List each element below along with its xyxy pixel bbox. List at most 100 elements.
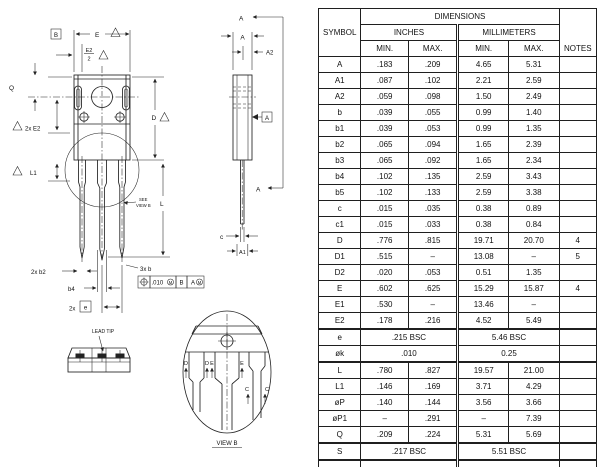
table-cell: .015: [360, 200, 409, 217]
dim-d-label: D: [152, 115, 157, 122]
table-cell: .209: [360, 426, 409, 444]
dim-2xe2-label: 2x E2: [25, 127, 41, 133]
lead-tip-view: LEAD TIP: [67, 329, 131, 373]
table-cell: .178: [360, 312, 409, 330]
flag-note-icon: [12, 165, 23, 176]
table-cell: øP: [317, 394, 362, 411]
table-cell: 5.69: [507, 426, 560, 444]
inches-header: INCHES: [360, 24, 459, 41]
table-cell: b2: [317, 136, 362, 153]
table-cell: .010: [360, 345, 459, 363]
table-cell: 0.38: [456, 216, 509, 233]
table-cell: .035: [407, 200, 459, 217]
table-cell: 2.59: [507, 72, 560, 89]
leads: [78, 160, 126, 261]
table-cell: 13.08: [456, 248, 509, 265]
table-cell: 3.56: [456, 394, 509, 411]
table-cell: 3.71: [456, 378, 509, 395]
datum-label: A: [265, 116, 269, 122]
flag-note-icon: [110, 27, 121, 37]
table-cell: 2.59: [456, 184, 509, 201]
table-cell: [558, 361, 598, 379]
datum-label: B: [54, 33, 58, 39]
table-cell: 5: [558, 248, 598, 265]
table-cell: c1: [317, 216, 362, 233]
section-a-label: A: [256, 187, 261, 194]
right-slot: [122, 85, 130, 111]
mmc-modifier-icon: [167, 278, 174, 286]
table-cell: E1: [317, 296, 362, 313]
side-view: A A A A2 A: [220, 15, 284, 256]
dim-e-label: E: [95, 32, 100, 39]
section-c-label: C: [245, 387, 249, 393]
table-cell: E: [317, 280, 362, 297]
table-cell: øk: [317, 345, 362, 363]
table-cell: b: [317, 104, 362, 121]
table-cell: D1: [317, 248, 362, 265]
table-cell: b3: [317, 152, 362, 169]
table-cell: 7.39: [507, 410, 560, 427]
table-cell: .183: [360, 56, 409, 73]
table-cell: 5.31: [507, 56, 560, 73]
section-d-label: D: [205, 361, 209, 367]
dim-e2-num: E2: [86, 48, 93, 54]
table-cell: .098: [407, 88, 459, 105]
fcf-tolerance: .010: [152, 281, 164, 287]
table-cell: b5: [317, 184, 362, 201]
dim-a2-label: A2: [266, 51, 274, 57]
table-cell: .815: [407, 232, 459, 249]
flag-note-icon: [98, 49, 109, 60]
max-header: MAX.: [507, 40, 560, 57]
table-cell: L: [317, 361, 362, 379]
table-cell: 21.00: [507, 361, 560, 379]
table-cell: 0.38: [456, 200, 509, 217]
front-view: B E E2 2 Q 2x E2 L1: [9, 27, 205, 313]
table-cell: .515: [360, 248, 409, 265]
flag-note-icon: [159, 111, 170, 122]
basic-dim-box: [79, 300, 92, 313]
table-cell: [558, 345, 598, 363]
table-cell: 4.29: [507, 378, 560, 395]
table-cell: .102: [360, 168, 409, 185]
table-cell: .217 BSC: [360, 442, 459, 461]
notes-header: NOTES: [558, 8, 598, 57]
table-cell: 3.38: [507, 184, 560, 201]
table-cell: A1: [317, 72, 362, 89]
table-cell: .209: [407, 56, 459, 73]
table-cell: .020: [360, 264, 409, 281]
table-cell: 1.50: [456, 88, 509, 105]
feature-control-frame: .010 M B A M: [137, 275, 205, 289]
table-cell: .144: [407, 394, 459, 411]
table-cell: [558, 216, 598, 233]
table-cell: .055: [407, 104, 459, 121]
dim-q-label: Q: [9, 85, 14, 92]
table-cell: e: [317, 328, 362, 346]
table-cell: 1.65: [456, 136, 509, 153]
table-title: DIMENSIONS: [360, 8, 560, 25]
min-header: MIN.: [360, 40, 409, 57]
table-cell: 2.39: [507, 136, 560, 153]
table-cell: 0.89: [507, 200, 560, 217]
table-cell: [558, 88, 598, 105]
fcf-datum-1: B: [179, 281, 183, 287]
table-cell: 19.57: [456, 361, 509, 379]
dim-e-pitch-label: e: [84, 305, 88, 311]
table-cell: [558, 152, 598, 169]
table-cell: 5.51 BSC: [456, 442, 560, 461]
table-cell: 1.40: [507, 104, 560, 121]
table-header-row: INCHES MILLIMETERS: [319, 24, 597, 41]
table-cell: [558, 394, 598, 411]
table-cell: .053: [407, 264, 459, 281]
table-cell: [317, 459, 362, 467]
table-cell: [456, 459, 560, 467]
table-cell: 3.66: [507, 394, 560, 411]
